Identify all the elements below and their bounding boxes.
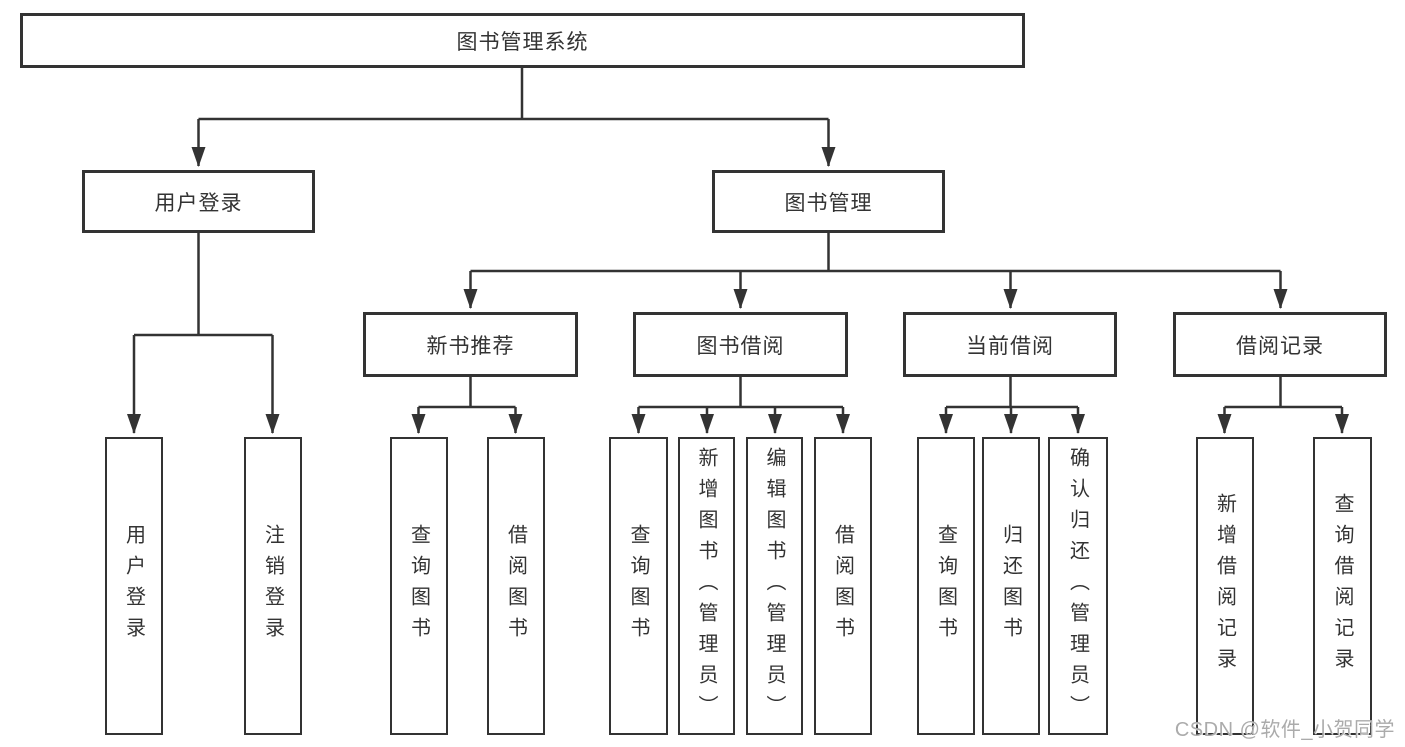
leaf-borrow-books-recommendation: 借阅图书 bbox=[487, 437, 545, 735]
leaf-query-books-borrowing: 查询图书 bbox=[609, 437, 668, 735]
leaf-return-book: 归还图书 bbox=[982, 437, 1040, 735]
leaf-query-books-recommendation: 查询图书 bbox=[390, 437, 448, 735]
node-new-book-recommendation: 新书推荐 bbox=[363, 312, 578, 377]
leaf-user-login: 用户登录 bbox=[105, 437, 163, 735]
node-borrowing-records: 借阅记录 bbox=[1173, 312, 1387, 377]
node-current-borrowing: 当前借阅 bbox=[903, 312, 1117, 377]
leaf-edit-book-admin: 编辑图书（管理员） bbox=[746, 437, 803, 735]
leaf-add-borrow-record: 新增借阅记录 bbox=[1196, 437, 1254, 735]
watermark-text: CSDN @软件_小贺同学 bbox=[1174, 719, 1395, 741]
node-user-login: 用户登录 bbox=[82, 170, 315, 233]
leaf-confirm-return-admin: 确认归还（管理员） bbox=[1048, 437, 1108, 735]
leaf-logout: 注销登录 bbox=[244, 437, 302, 735]
node-library-management-system: 图书管理系统 bbox=[20, 13, 1025, 68]
node-book-borrowing: 图书借阅 bbox=[633, 312, 848, 377]
node-book-management: 图书管理 bbox=[712, 170, 945, 233]
leaf-query-borrow-record: 查询借阅记录 bbox=[1313, 437, 1372, 735]
leaf-add-book-admin: 新增图书（管理员） bbox=[678, 437, 735, 735]
leaf-borrow-books-borrowing: 借阅图书 bbox=[814, 437, 872, 735]
leaf-query-books-current: 查询图书 bbox=[917, 437, 975, 735]
